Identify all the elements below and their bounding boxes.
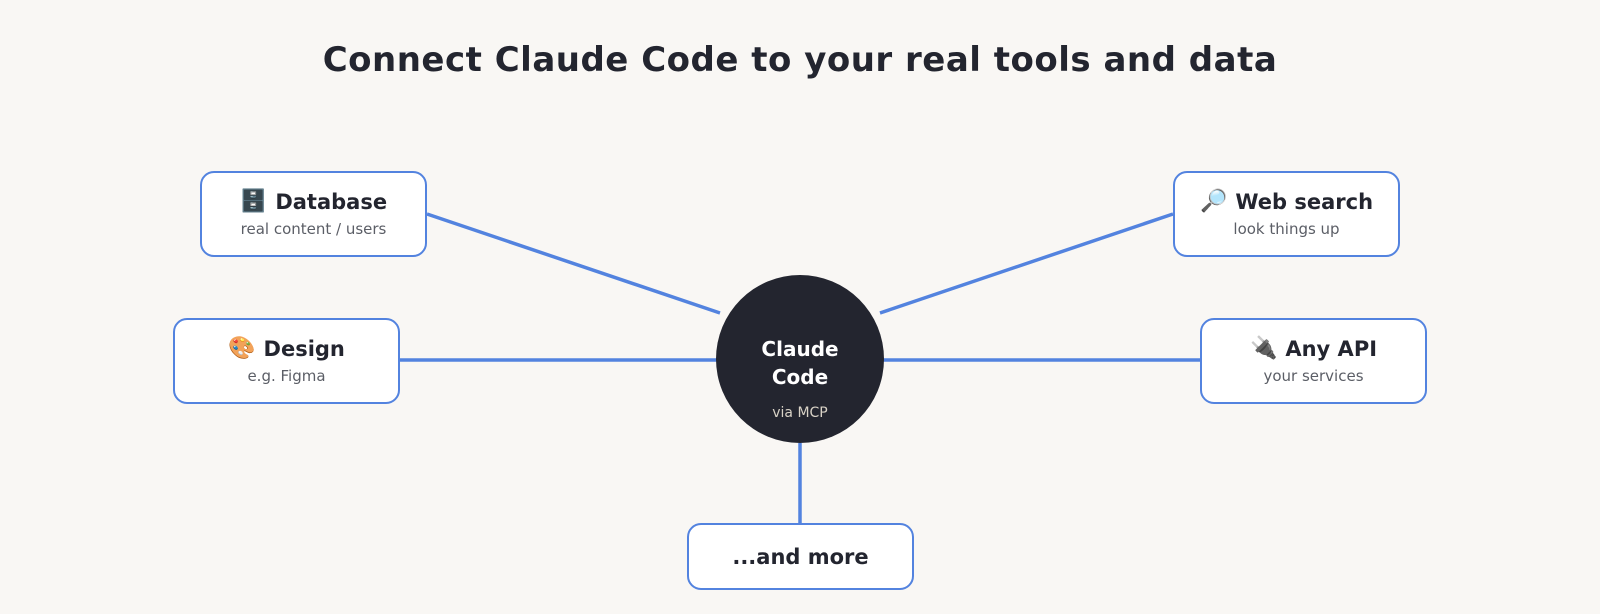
node-web-search-label: Web search xyxy=(1235,190,1374,214)
connector-web-search xyxy=(879,212,1174,315)
node-any-api-header: 🔌 Any API xyxy=(1250,337,1377,361)
node-web-search-header: 🔎 Web search xyxy=(1200,190,1373,214)
node-database-header: 🗄️ Database xyxy=(240,190,387,214)
plug-icon: 🔌 xyxy=(1249,336,1278,361)
node-web-search: 🔎 Web search look things up xyxy=(1173,171,1400,257)
palette-icon: 🎨 xyxy=(228,336,256,361)
node-design-label: Design xyxy=(263,337,345,361)
node-design-subtitle: e.g. Figma xyxy=(247,367,326,385)
node-database: 🗄️ Database real content / users xyxy=(200,171,427,257)
hub-subtitle: via MCP xyxy=(772,405,828,421)
magnifying-glass-icon: 🔎 xyxy=(1199,189,1228,214)
diagram-title: Connect Claude Code to your real tools a… xyxy=(322,40,1278,80)
connector-database xyxy=(426,212,721,315)
hub-claude-code: Claude Code via MCP xyxy=(716,275,884,443)
file-cabinet-icon: 🗄️ xyxy=(239,189,268,214)
node-design-header: 🎨 Design xyxy=(228,337,345,361)
node-web-search-subtitle: look things up xyxy=(1233,220,1340,238)
hub-name: Claude Code xyxy=(761,337,839,389)
node-any-api: 🔌 Any API your services xyxy=(1200,318,1427,404)
node-more-label: ...and more xyxy=(732,544,869,569)
node-more: ...and more xyxy=(687,523,914,590)
node-any-api-subtitle: your services xyxy=(1263,367,1364,385)
node-database-subtitle: real content / users xyxy=(240,220,387,238)
node-database-label: Database xyxy=(275,190,388,214)
node-design: 🎨 Design e.g. Figma xyxy=(173,318,400,404)
node-any-api-label: Any API xyxy=(1285,337,1378,361)
